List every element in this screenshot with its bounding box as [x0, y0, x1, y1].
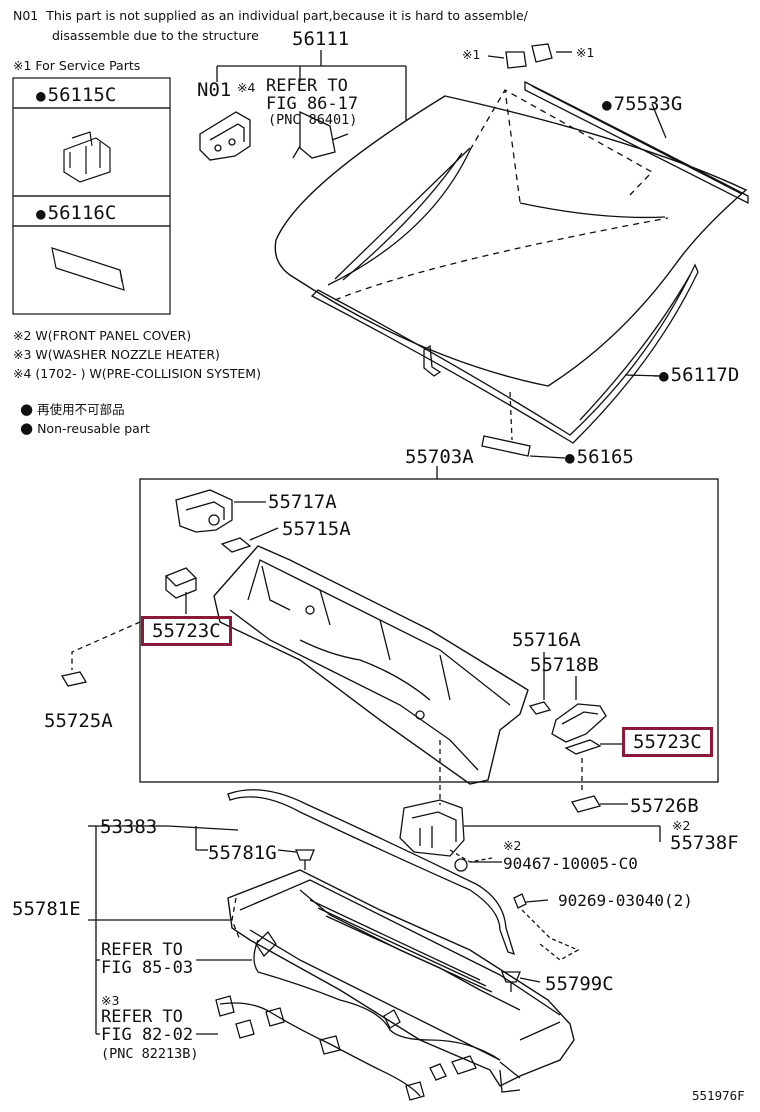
ref-pnc-82213b: (PNC 82213B): [101, 1046, 199, 1062]
label-55717a[interactable]: 55717A: [268, 491, 337, 513]
mark-star3: ※3: [101, 993, 120, 1008]
legend-dot-icon: ●: [20, 400, 34, 418]
label-55726b[interactable]: 55726B: [630, 795, 699, 817]
note-n01: N01 This part is not supplied as an indi…: [13, 8, 528, 23]
label-56111[interactable]: 56111: [292, 28, 350, 50]
label-55738f[interactable]: 55738F: [670, 832, 739, 854]
ref-pnc-86401: (PNC 86401): [268, 112, 358, 128]
label-55723c-right[interactable]: 55723C: [622, 727, 713, 757]
ref-fig-82-02[interactable]: REFER TO FIG 82-02: [101, 1007, 194, 1045]
note-service-parts: ※1 For Service Parts: [13, 58, 141, 73]
label-55799c[interactable]: 55799C: [545, 973, 614, 995]
mark-star1-left: ※1: [462, 47, 481, 62]
note-2: ※2 W(FRONT PANEL COVER): [13, 328, 192, 343]
service-part-56115c: 56115C: [36, 84, 117, 106]
ref-fig-85-03[interactable]: REFER TO FIG 85-03: [101, 940, 194, 978]
label-55703a[interactable]: 55703A: [405, 446, 474, 468]
mark-star1-right: ※1: [576, 45, 595, 60]
note-n01-code: N01: [13, 8, 39, 23]
mark-star4: ※4: [237, 80, 256, 95]
legend-dot-icon: ●: [20, 419, 34, 437]
label-56117d[interactable]: 56117D: [659, 364, 740, 386]
label-55718b[interactable]: 55718B: [530, 654, 599, 676]
label-55781e[interactable]: 55781E: [12, 898, 81, 920]
label-55716a[interactable]: 55716A: [512, 629, 581, 651]
label-56165[interactable]: 56165: [565, 446, 634, 468]
ref-fig-86-17[interactable]: REFER TO FIG 86-17: [266, 76, 359, 114]
mark-star2-bracket: ※2: [672, 818, 691, 833]
note-3: ※3 W(WASHER NOZZLE HEATER): [13, 347, 220, 362]
label-55715a[interactable]: 55715A: [282, 518, 351, 540]
service-part-56116c: 56116C: [36, 202, 117, 224]
note-n01-text: This part is not supplied as an individu…: [46, 8, 528, 23]
note-4: ※4 (1702- ) W(PRE-COLLISION SYSTEM): [13, 366, 261, 381]
legend-non-reusable-jp: ● 再使用不可部品: [20, 400, 125, 418]
legend-non-reusable-en: ● Non-reusable part: [20, 419, 150, 437]
label-75533g[interactable]: 75533G: [602, 93, 683, 115]
label-90467-10005-c0[interactable]: 90467-10005-C0: [503, 854, 638, 873]
figure-id: 551976F: [692, 1088, 745, 1103]
label-55781g[interactable]: 55781G: [208, 842, 277, 864]
label-55725a[interactable]: 55725A: [44, 710, 113, 732]
label-55723c-left[interactable]: 55723C: [141, 616, 232, 646]
label-90269-03040[interactable]: 90269-03040(2): [558, 891, 693, 910]
mark-star2-clip: ※2: [503, 838, 522, 853]
label-53383[interactable]: 53383: [100, 816, 158, 838]
note-n01-line2: disassemble due to the structure: [52, 28, 259, 43]
label-n01[interactable]: N01: [197, 79, 232, 101]
